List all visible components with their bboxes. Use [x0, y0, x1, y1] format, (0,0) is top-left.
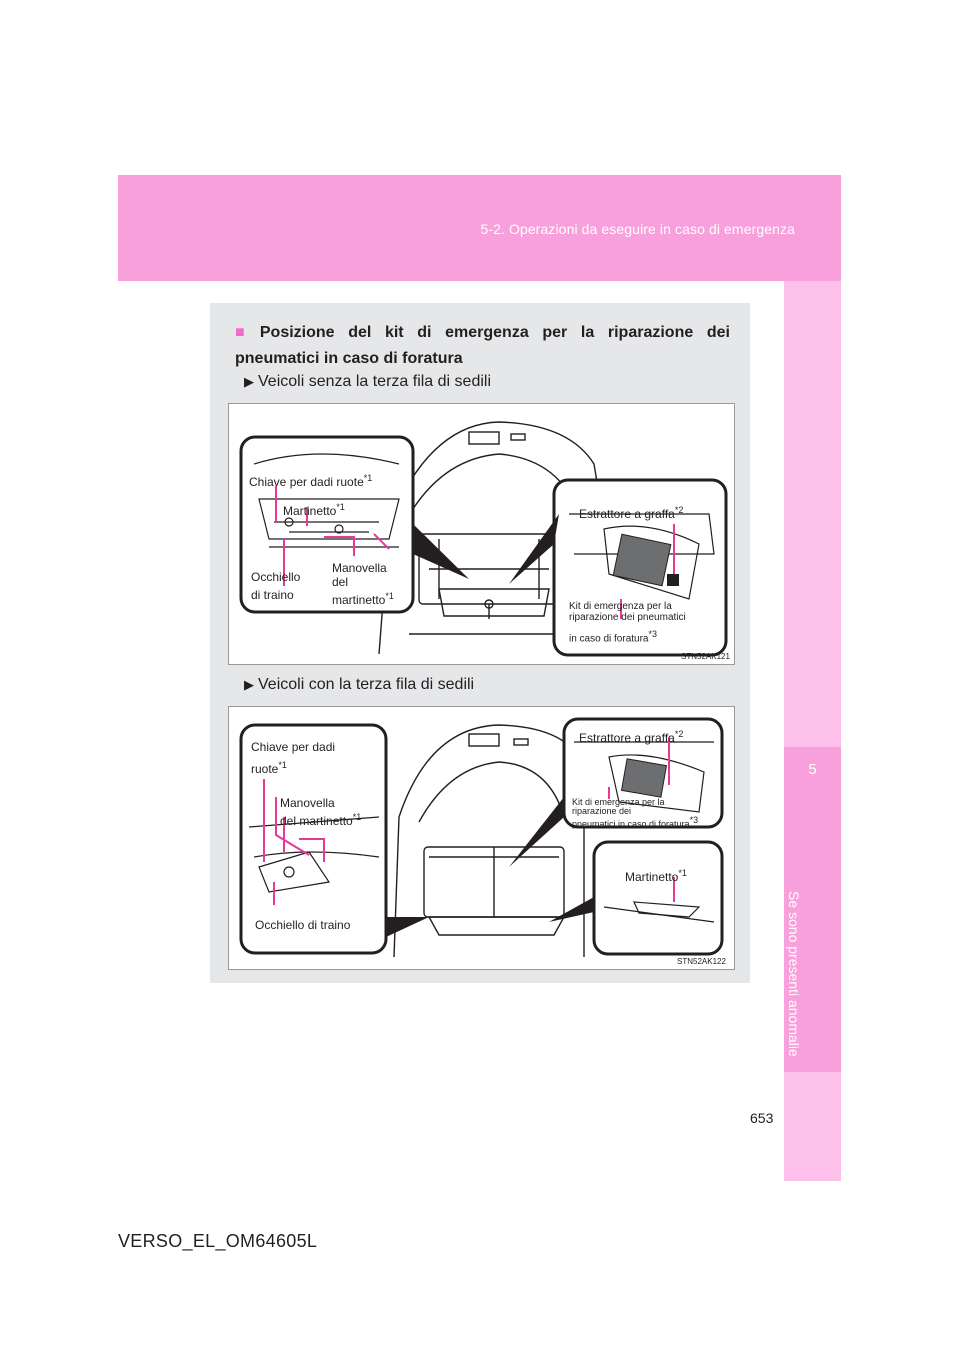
- figure-1-caption-row: ▶ Veicoli senza la terza fila di sedili: [244, 373, 491, 391]
- fig2-jack-handle-label: Manovella del martinetto*1: [280, 796, 362, 828]
- fig2-valve-tool-label: Estrattore a graffa*2: [579, 729, 684, 745]
- figure-2-caption-row: ▶ Veicoli con la terza fila di sedili: [244, 676, 474, 694]
- chapter-side-tab: 5 Se sono presenti anomalie: [784, 281, 841, 1181]
- chapter-title-wrapper: Se sono presenti anomalie: [786, 891, 834, 1191]
- page-number: 653: [750, 1110, 774, 1126]
- fig1-jack-handle-label: Manovella del martinetto*1: [332, 561, 394, 607]
- chapter-number: 5: [808, 761, 817, 778]
- figure-1-caption: Veicoli senza la terza fila di sedili: [258, 373, 492, 390]
- pointer-triangle-icon: ▶: [244, 677, 254, 692]
- section-heading: ■Posizione del kit di emergenza per la r…: [235, 320, 730, 372]
- chapter-title: Se sono presenti anomalie: [786, 891, 802, 1057]
- fig2-wheel-wrench-label: Chiave per dadi ruote*1: [251, 740, 336, 776]
- fig1-tow-eye-label: Occhiello di traino: [251, 570, 301, 602]
- breadcrumb: 5-2. Operazioni da eseguire in caso di e…: [480, 221, 795, 237]
- section-title: Posizione del kit di emergenza per la ri…: [235, 324, 731, 367]
- fig1-valve-tool-label: Estrattore a graffa*2: [579, 505, 684, 521]
- fig1-code: STN52AK121: [681, 652, 730, 661]
- fig2-jack-label: Martinetto*1: [625, 868, 687, 884]
- document-code: VERSO_EL_OM64605L: [118, 1231, 318, 1251]
- pointer-triangle-icon: ▶: [244, 374, 254, 389]
- figure-2: Chiave per dadi ruote*1 Manovella del ma…: [228, 706, 735, 970]
- figure-2-caption: Veicoli con la terza fila di sedili: [258, 676, 475, 693]
- chapter-number-box: [784, 747, 841, 1072]
- bullet-square-icon: ■: [235, 324, 254, 341]
- figure-1-illustration: [239, 421, 728, 657]
- fig1-kit-label: Kit di emergenza per la riparazione dei …: [569, 601, 686, 645]
- figure-1: Chiave per dadi ruote*1 Martinetto*1 Occ…: [228, 403, 735, 665]
- page-header: 5-2. Operazioni da eseguire in caso di e…: [118, 175, 841, 281]
- fig2-tow-eye-label: Occhiello di traino: [255, 918, 351, 932]
- fig1-jack-label: Martinetto*1: [283, 502, 345, 518]
- fig2-kit-label: Kit di emergenza per la riparazione dei …: [572, 797, 699, 829]
- fig2-code: STN52AK122: [677, 957, 726, 966]
- fig1-wheel-wrench-label: Chiave per dadi ruote*1: [249, 473, 373, 489]
- figure-2-illustration: [239, 717, 724, 958]
